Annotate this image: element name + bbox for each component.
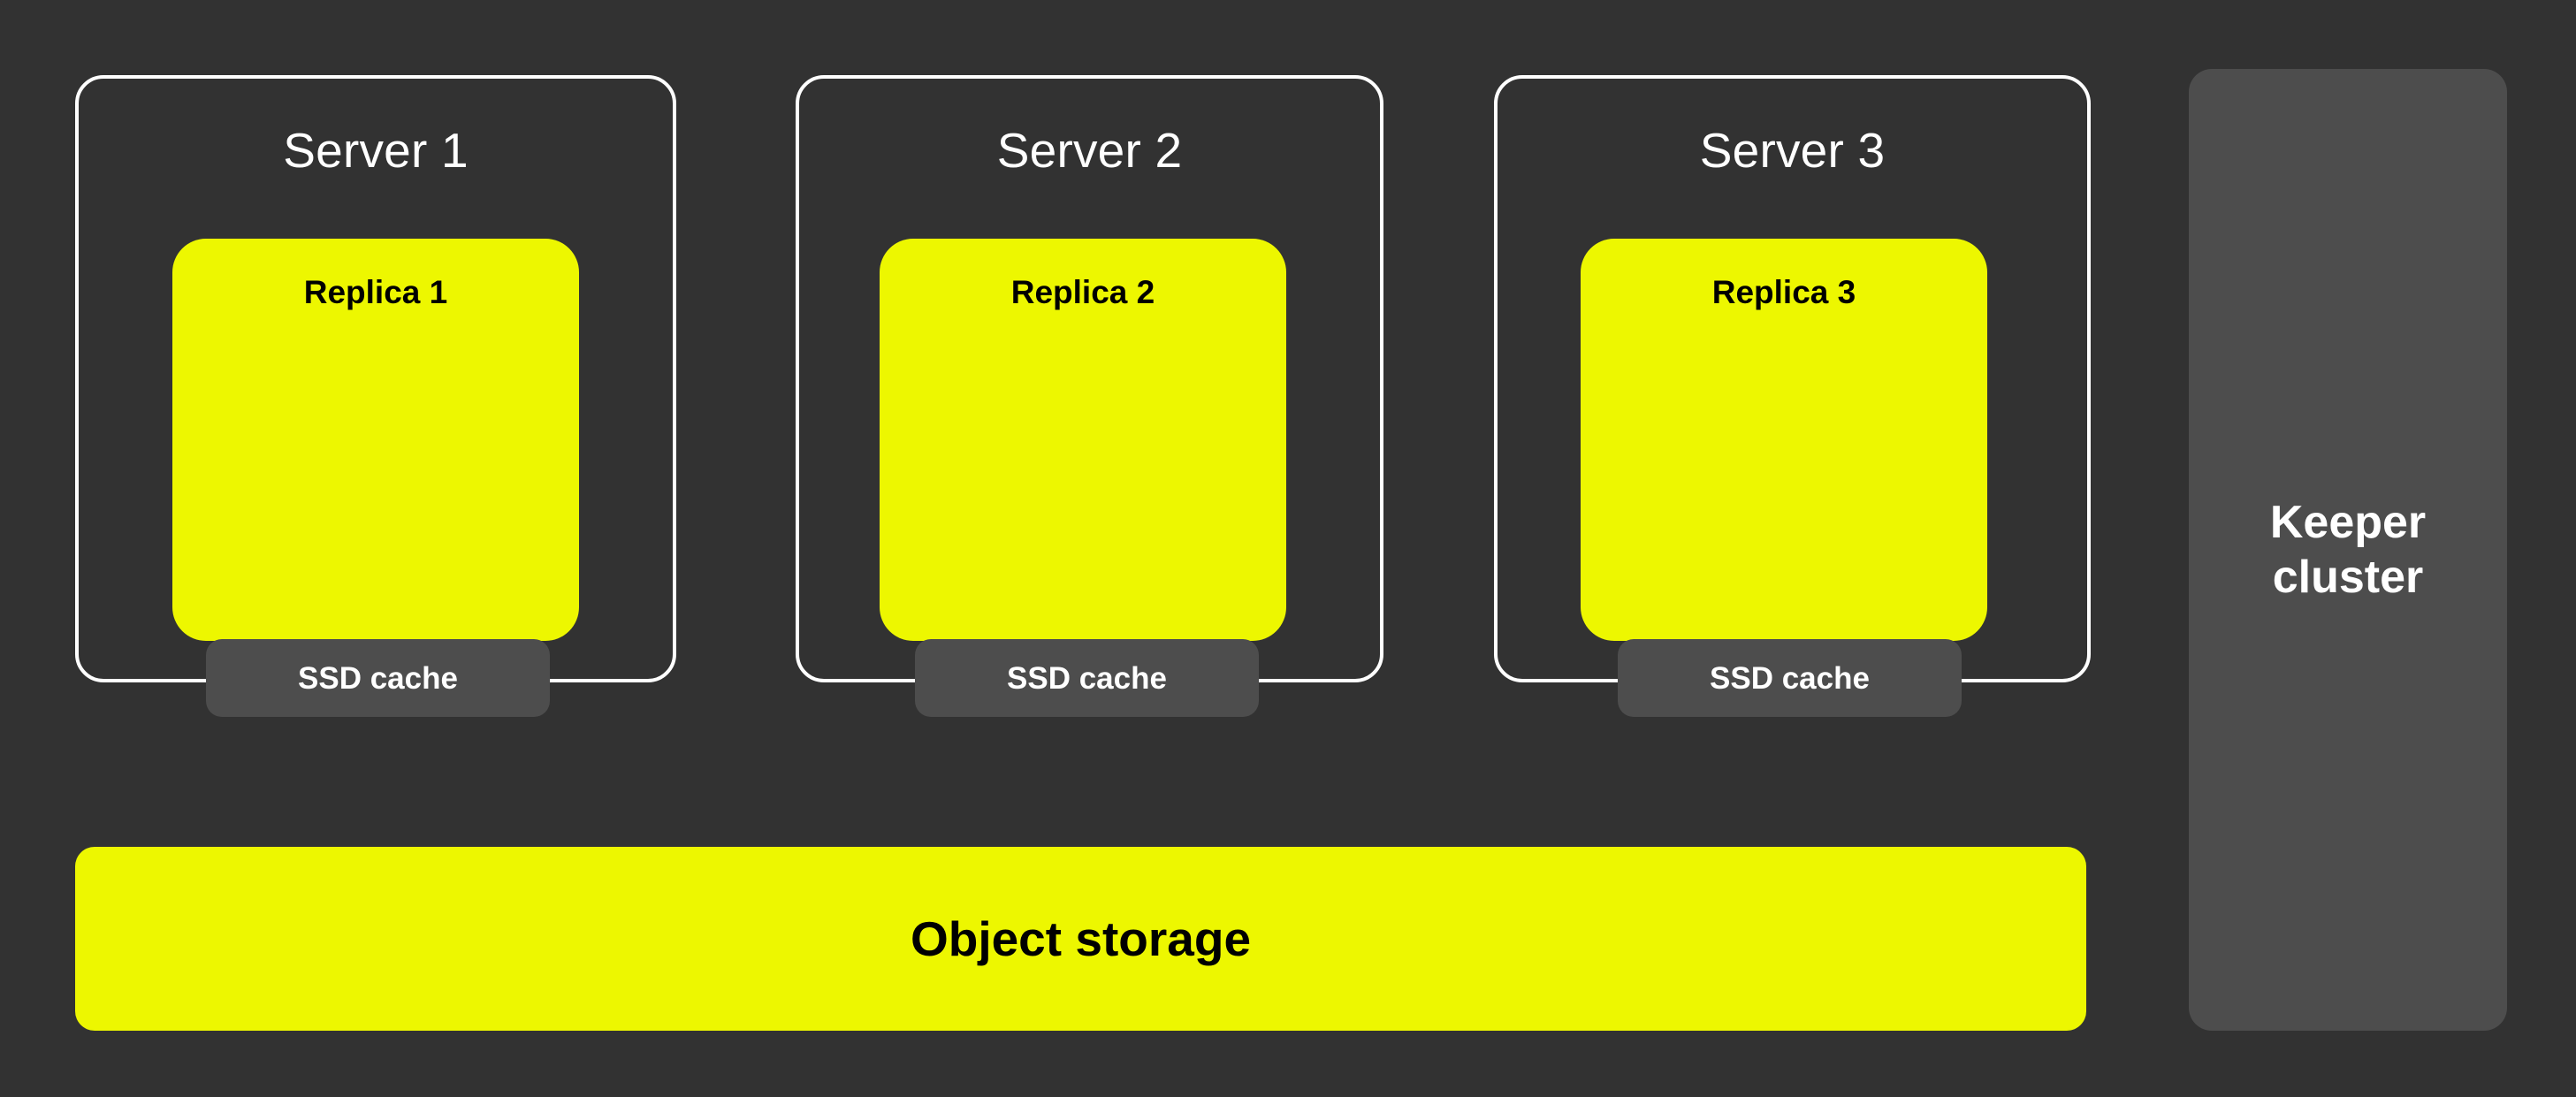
ssd-cache-label-3: SSD cache xyxy=(1710,660,1870,696)
replica-label-2: Replica 2 xyxy=(1010,274,1155,310)
ssd-cache-box-1: SSD cache xyxy=(206,639,550,717)
replica-box-3: Replica 3 xyxy=(1581,239,1987,641)
ssd-cache-box-2: SSD cache xyxy=(915,639,1259,717)
keeper-cluster-box: Keeper cluster xyxy=(2189,69,2507,1031)
replica-box-1: Replica 1 xyxy=(172,239,579,641)
server-title-3: Server 3 xyxy=(1699,123,1886,178)
replica-label-1: Replica 1 xyxy=(303,274,448,310)
object-storage-box: Object storage xyxy=(75,847,2086,1031)
ssd-cache-label-1: SSD cache xyxy=(298,660,458,696)
replica-box-2: Replica 2 xyxy=(880,239,1286,641)
server-title-2: Server 2 xyxy=(996,123,1183,178)
ssd-cache-box-3: SSD cache xyxy=(1618,639,1962,717)
server-title-1: Server 1 xyxy=(283,123,469,178)
ssd-cache-label-2: SSD cache xyxy=(1007,660,1167,696)
keeper-cluster-label: Keeper cluster xyxy=(2269,496,2427,603)
replica-label-3: Replica 3 xyxy=(1711,274,1856,310)
object-storage-label: Object storage xyxy=(910,910,1252,966)
